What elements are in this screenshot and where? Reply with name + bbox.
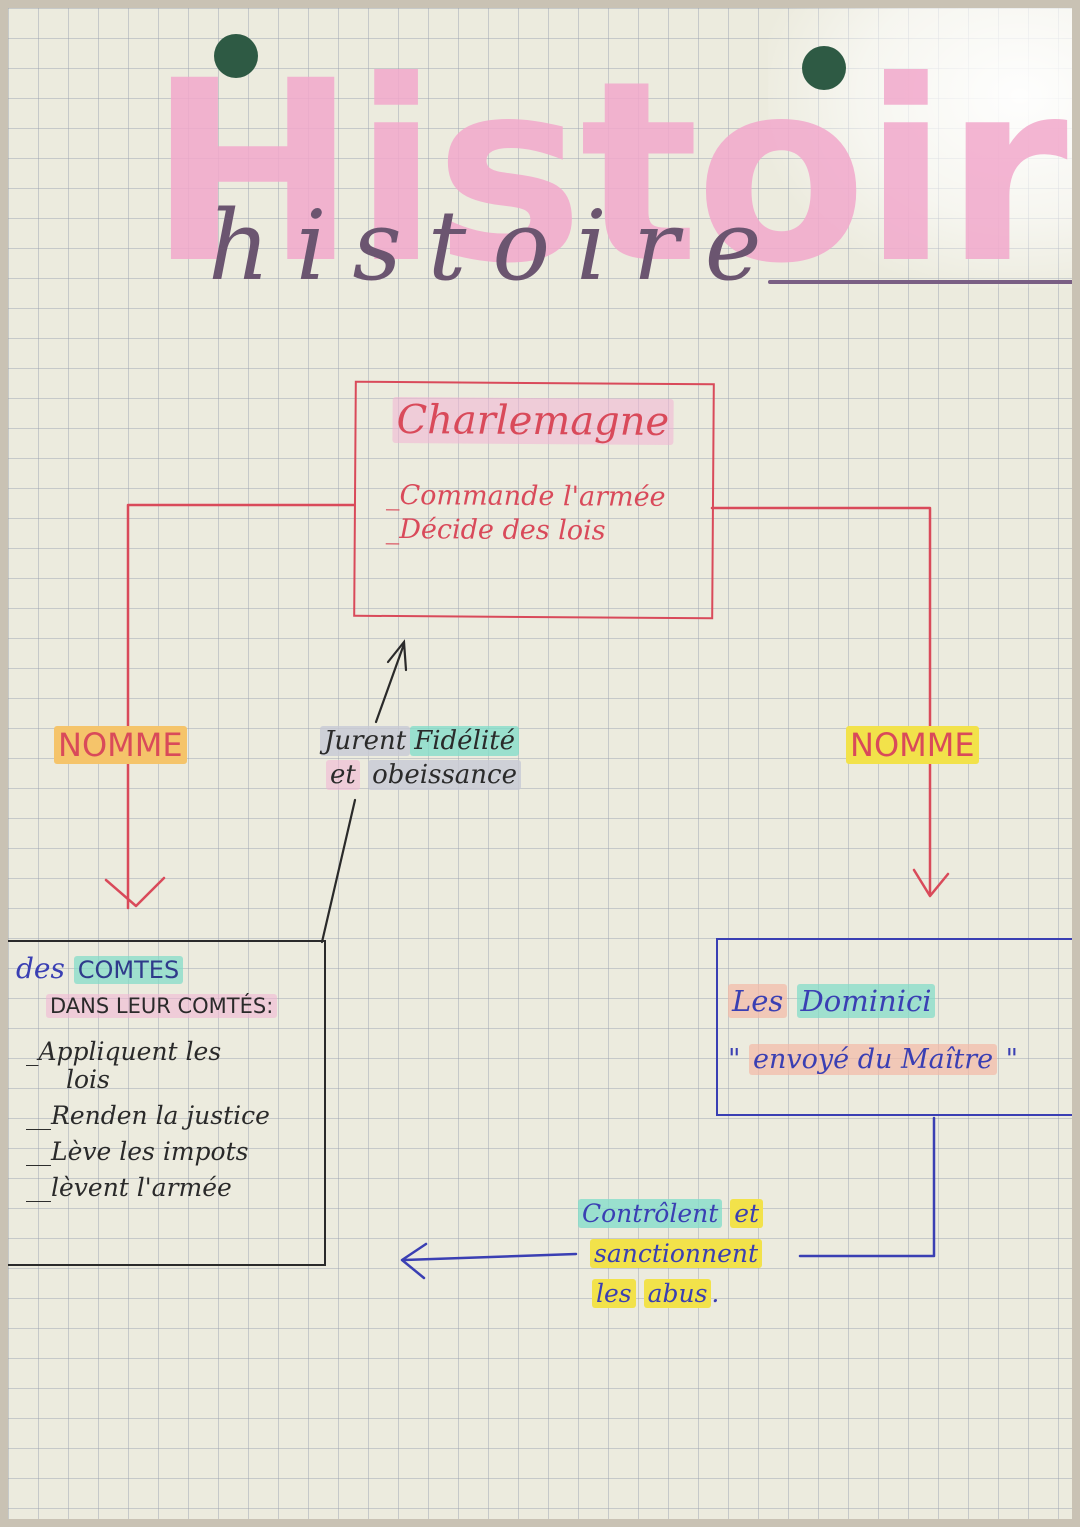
control-word-et: et (730, 1199, 764, 1228)
binder-hole-left (214, 34, 258, 78)
nomme-label-right: NOMME (846, 726, 979, 764)
charlemagne-item-1: _Commande l'armée (385, 479, 666, 513)
comtes-item-4: __lèvent l'armée (26, 1173, 232, 1202)
blue-return-connector (798, 1116, 936, 1258)
control-word-les: les (592, 1279, 636, 1308)
fidelity-arrow-head (386, 639, 408, 672)
comtes-item-1-cont: lois (66, 1065, 110, 1094)
grid-paper: Histoire histoire Charlemagne _Commande … (8, 8, 1072, 1519)
right-red-connector (710, 506, 932, 895)
blue-arrowhead (400, 1242, 428, 1280)
dominici-quote: envoyé du Maître (749, 1044, 998, 1075)
right-red-arrowhead (912, 868, 950, 898)
binder-hole-right (802, 46, 846, 90)
control-period: . (711, 1279, 720, 1308)
comtes-title: COMTES (73, 956, 184, 984)
left-red-connector (126, 503, 356, 910)
fidelity-lower-line (320, 798, 357, 944)
charlemagne-title: Charlemagne (392, 397, 674, 445)
fidelity-word-et: et (326, 760, 360, 790)
comtes-prefix: des (16, 952, 65, 985)
title-underline (768, 280, 1072, 284)
blue-arrow-shaft (402, 1252, 578, 1262)
control-word-controlent: Contrôlent (578, 1199, 723, 1228)
nomme-label-left: NOMME (54, 726, 187, 764)
dominici-quote-open: " (728, 1044, 741, 1075)
comtes-box: des COMTES DANS LEUR COMTÉS: _Appliquent… (8, 940, 326, 1266)
fidelity-word-obeissance: obeissance (368, 760, 521, 790)
left-red-arrowhead (104, 876, 166, 908)
comtes-item-2: __Renden la justice (26, 1101, 270, 1130)
fidelity-word-fidelite: Fidélité (410, 726, 520, 756)
dominici-quote-close: " (1005, 1044, 1019, 1075)
comtes-item-3: __Lève les impots (26, 1137, 249, 1166)
diagram-connectors (104, 503, 950, 1280)
dominici-box: Les Dominici " envoyé du Maître " (716, 938, 1072, 1116)
control-word-abus: abus (643, 1279, 712, 1308)
charlemagne-item-2: _Décide des lois (385, 513, 606, 547)
control-word-sanctionnent: sanctionnent (590, 1239, 763, 1268)
charlemagne-box: Charlemagne _Commande l'armée _Décide de… (353, 380, 715, 620)
page-title: Histoire (148, 27, 1072, 318)
script-title: histoire (208, 190, 788, 302)
fidelity-word-jurent: Jurent (320, 726, 411, 756)
comtes-item-1: _Appliquent les (26, 1037, 222, 1066)
comtes-subtitle: DANS LEUR COMTÉS: (46, 994, 278, 1018)
dominici-title: Dominici (796, 984, 936, 1018)
fidelity-arrow-shaft (374, 642, 406, 724)
dominici-prefix: Les (728, 984, 788, 1018)
